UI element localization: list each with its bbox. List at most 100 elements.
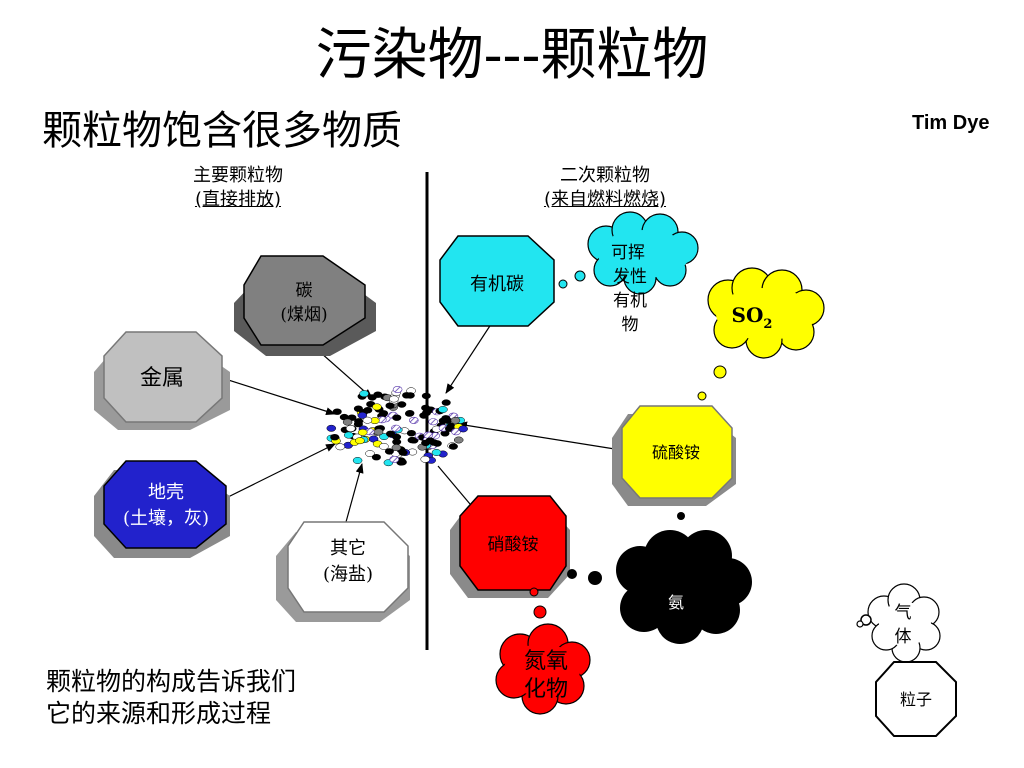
cluster-particle xyxy=(389,395,399,403)
other-label-2: (海盐) xyxy=(323,564,373,585)
legend-particle-label: 粒子 xyxy=(900,690,932,709)
arrows xyxy=(221,311,622,523)
cluster-particle xyxy=(397,401,407,408)
cluster-particle xyxy=(408,416,419,424)
cluster-particle xyxy=(357,428,368,436)
node-ammonium-nitrate: 硝酸铵 xyxy=(450,495,570,598)
voc-label-2: 发性 xyxy=(613,267,647,287)
cluster-particle xyxy=(441,415,451,422)
cluster-particle xyxy=(431,449,442,456)
cluster-particle xyxy=(343,431,354,439)
secondary-heading-line2: (来自燃料燃烧) xyxy=(543,189,667,210)
node-carbon: 碳 (煤烟) xyxy=(234,255,376,356)
cluster-particle xyxy=(432,440,442,447)
cluster-particle xyxy=(391,424,401,432)
cluster-particle xyxy=(458,425,468,433)
primary-heading-line1: 主要颗粒物 xyxy=(193,165,283,186)
primary-heading-line2: (直接排放) xyxy=(194,189,282,210)
ammonium-sulfate-label: 硫酸铵 xyxy=(652,443,700,462)
cluster-particle xyxy=(384,448,394,455)
cluster-particle xyxy=(357,411,368,419)
cluster-particle xyxy=(326,424,337,432)
so2-label: SO2 xyxy=(732,303,773,332)
slide-subtitle: 颗粒物饱含很多物质 xyxy=(42,108,402,154)
cluster-particle xyxy=(420,455,430,463)
cluster-particle xyxy=(352,457,363,464)
cluster-particle xyxy=(392,433,402,441)
cluster-particle xyxy=(453,436,464,444)
particle-cluster xyxy=(326,385,468,467)
carbon-label-1: 碳 xyxy=(296,281,313,301)
slide-title: 污染物---颗粒物 xyxy=(315,23,709,88)
cluster-particle xyxy=(405,410,415,417)
arrow-metal xyxy=(221,377,336,416)
ammonium-nitrate-label: 硝酸铵 xyxy=(488,535,539,555)
nox-label-2: 化物 xyxy=(524,677,568,702)
crust-label-1: 地壳 xyxy=(148,482,184,503)
footer-line1: 颗粒物的构成告诉我们 xyxy=(46,667,297,696)
cluster-particle xyxy=(421,439,431,447)
cluster-particle xyxy=(342,418,353,426)
cluster-particle xyxy=(345,425,356,432)
cluster-particle xyxy=(372,403,382,411)
cluster-particle xyxy=(391,444,402,452)
cloud-ammonia: 氨 xyxy=(567,512,752,644)
cluster-particle xyxy=(422,409,431,416)
cluster-particle xyxy=(379,410,389,417)
cluster-particle xyxy=(397,459,407,466)
cluster-particle xyxy=(335,443,345,451)
nox-label-1: 氮氧 xyxy=(524,649,568,674)
ammonia-label: 氨 xyxy=(668,593,684,612)
cluster-particle xyxy=(363,407,373,414)
cluster-particle xyxy=(371,454,381,461)
secondary-particles-heading: 二次颗粒物 (来自燃料燃烧) xyxy=(505,164,705,212)
organic-carbon-label: 有机碳 xyxy=(470,274,524,295)
node-organic-carbon: 有机碳 xyxy=(439,235,555,327)
voc-label-1: 可挥 xyxy=(611,243,645,263)
cluster-particle xyxy=(362,416,373,424)
cluster-particle xyxy=(353,420,363,428)
cluster-particle xyxy=(365,450,375,458)
voc-label-3: 有机 xyxy=(613,291,647,311)
cluster-particle xyxy=(389,455,400,463)
footer-note: 颗粒物的构成告诉我们 它的来源和形成过程 xyxy=(46,666,296,730)
cluster-particle xyxy=(441,399,451,406)
metal-label: 金属 xyxy=(140,366,184,391)
legend-gas-label-2: 体 xyxy=(895,627,912,647)
node-metal: 金属 xyxy=(94,331,230,430)
so2-subscript: 2 xyxy=(763,317,772,332)
cluster-particle xyxy=(330,434,340,441)
cluster-particle xyxy=(440,430,450,437)
cluster-particle xyxy=(407,436,417,444)
carbon-label-2: (煤烟) xyxy=(280,305,327,325)
cluster-particle xyxy=(421,392,431,400)
legend-gas: 气 体 xyxy=(856,583,941,663)
cluster-particle xyxy=(392,438,402,446)
cluster-particle xyxy=(402,392,412,399)
cluster-particle xyxy=(448,443,458,450)
cluster-particle xyxy=(359,390,369,398)
legend-particle: 粒子 xyxy=(875,661,957,737)
arrow-ammonium-nitrate xyxy=(437,465,471,505)
author-credit: Tim Dye xyxy=(912,112,990,134)
cluster-particle xyxy=(438,406,448,413)
arrow-crust xyxy=(221,443,336,501)
cluster-particle xyxy=(428,418,439,426)
cluster-particle xyxy=(450,416,461,424)
cluster-particle xyxy=(421,404,431,412)
node-ammonium-sulfate: 硫酸铵 xyxy=(612,405,736,506)
footer-line2: 它的来源和形成过程 xyxy=(46,699,272,728)
cluster-particle xyxy=(332,408,342,415)
cloud-nox: 氮氧 化物 xyxy=(495,587,591,715)
cloud-voc: 可挥 发性 有机 物 xyxy=(558,211,699,335)
arrow-ammonium-sulfate xyxy=(457,421,622,451)
crust-label-2: (土壤，灰) xyxy=(123,508,209,529)
cluster-particle xyxy=(406,430,416,437)
so2-text: SO xyxy=(732,303,764,327)
cloud-so2: SO2 xyxy=(697,267,825,401)
cluster-particle xyxy=(373,391,383,398)
arrow-other xyxy=(345,463,364,523)
primary-particles-heading: 主要颗粒物 (直接排放) xyxy=(138,164,338,212)
node-other: 其它 (海盐) xyxy=(276,521,410,622)
